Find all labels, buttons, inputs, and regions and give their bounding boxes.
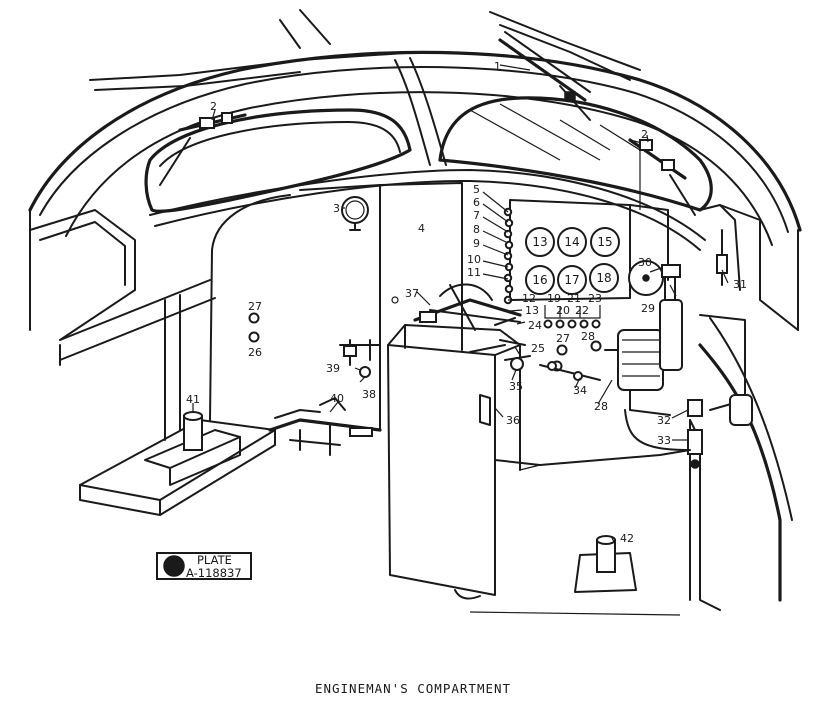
plate-line-2: A-118837	[186, 566, 242, 580]
callout-7: 7	[473, 209, 480, 222]
callout-41: 40	[330, 392, 344, 405]
panel-gauge	[589, 263, 619, 293]
callout-2-right: 2	[641, 128, 648, 141]
wiper-left	[159, 112, 247, 186]
callout-36: 35	[509, 380, 523, 393]
panel-switch	[543, 319, 553, 329]
figure-caption: ENGINEMAN'S COMPARTMENT	[315, 681, 511, 696]
indicator-light	[504, 240, 514, 250]
callout-42-right: 42	[620, 532, 634, 545]
callout-24: 23	[588, 292, 602, 305]
callout-32: 31	[733, 278, 747, 291]
callout-35: 34	[573, 384, 587, 397]
panel-gauge-number: 13	[532, 235, 547, 249]
callout-13: 13	[525, 304, 539, 317]
right-side-wall	[687, 204, 799, 611]
callout-1: 1	[494, 60, 501, 73]
callout-20: 19	[547, 292, 561, 305]
small-valve	[590, 340, 602, 352]
indicator-light	[503, 229, 513, 239]
panel-gauge-number: 17	[564, 273, 579, 287]
callout-11: 11	[467, 266, 481, 279]
callout-21: 20	[556, 304, 570, 317]
callout-30: 29	[641, 302, 655, 315]
callout-29: 28	[594, 400, 608, 413]
callout-6: 6	[473, 196, 480, 209]
instrument-panel: 13 14 15 16 17 18	[248, 199, 669, 372]
panel-gauge-number: 16	[532, 273, 547, 287]
panel-gauge	[525, 227, 555, 257]
panel-gauge-number: 18	[596, 271, 611, 285]
callout-37: 36	[506, 414, 520, 427]
callout-27-right: 27	[556, 332, 570, 345]
floor-lines	[469, 449, 691, 616]
callout-38: 37	[405, 287, 419, 300]
callout-2-left: 2	[210, 100, 217, 113]
callout-28-right: 28	[581, 330, 595, 343]
callout-26: 25	[531, 342, 545, 355]
callout-31: 30	[638, 256, 652, 269]
floor-pedestal-right	[574, 535, 637, 593]
callout-28-left: 27	[248, 300, 262, 313]
plate-badge: PLATE A-118837	[156, 552, 252, 580]
panel-switch	[591, 319, 601, 329]
panel-switch	[579, 319, 589, 329]
callout-10: 10	[467, 253, 481, 266]
left-side-wall	[29, 184, 381, 441]
indicator-light	[504, 284, 514, 294]
plate-line-1: PLATE	[197, 553, 232, 567]
panel-gauge	[557, 227, 587, 257]
control-stand	[387, 283, 541, 600]
panel-gauge	[557, 265, 587, 295]
callout-23: 22	[575, 304, 589, 317]
callout-22: 21	[567, 292, 581, 305]
callout-9: 9	[473, 237, 480, 250]
callout-12: 12	[522, 292, 536, 305]
panel-gauge-number: 14	[564, 235, 579, 249]
callout-25: 24	[528, 319, 542, 332]
callout-5: 5	[473, 183, 480, 196]
panel-switch	[567, 319, 577, 329]
panel-gauge	[525, 265, 555, 295]
small-valve	[248, 312, 260, 324]
wiper-right-top	[498, 31, 591, 121]
small-valve	[248, 331, 260, 343]
callout-33: 32	[657, 414, 671, 427]
callout-8: 8	[473, 223, 480, 236]
air-gauge	[341, 196, 369, 231]
callout-27-left: 26	[248, 346, 262, 359]
callout-3: 3	[333, 202, 340, 215]
callout-40: 39	[326, 362, 340, 375]
panel-gauge	[590, 227, 620, 257]
leader-lines	[192, 64, 729, 543]
cab-roof-frame	[28, 9, 802, 251]
panel-gauge-number: 15	[597, 235, 612, 249]
panel-switch	[555, 319, 565, 329]
back-door	[379, 182, 463, 431]
back-wall-valves	[268, 339, 382, 456]
callout-labels: 1 2 2 3 4 5 6 7 8 9 10 11 12 13 24 25 19…	[186, 60, 747, 545]
wiper-right	[628, 138, 696, 216]
callout-39: 38	[362, 388, 376, 401]
floor-pedestal-left	[79, 411, 276, 516]
small-valve	[556, 344, 568, 356]
callout-34: 33	[657, 434, 671, 447]
callout-4: 4	[418, 222, 425, 235]
callout-42-left: 41	[186, 393, 200, 406]
